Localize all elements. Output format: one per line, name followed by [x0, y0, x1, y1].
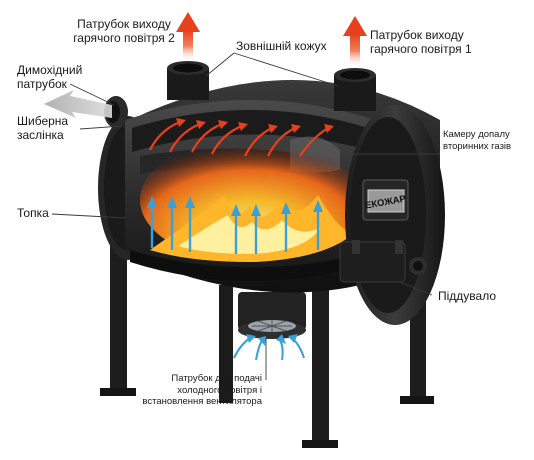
- label-outer-casing: Зовнішній кожух: [236, 39, 327, 53]
- hot-air-arrow-2: [176, 12, 200, 62]
- label-hot-air-outlet-1: Патрубок виходу гарячого повітря 1: [370, 28, 472, 56]
- smoke-arrow: [44, 90, 112, 118]
- outlet-pipe-2: [167, 61, 209, 100]
- firebox-cutaway: [125, 100, 375, 281]
- internal-hot-arrows: [149, 118, 334, 157]
- label-cold-air-inlet: Патрубок для подачі холодного повітря і …: [142, 373, 262, 407]
- label-afterburn-chamber: Камеру допалу вторинних газів: [443, 129, 512, 152]
- outlet-pipe-1: [334, 68, 376, 111]
- fan-intake-arrows: [233, 334, 305, 361]
- label-hot-air-outlet-2: Патрубок виходу гарячого повітря 2: [73, 17, 175, 45]
- label-damper: Шиберна заслінка: [17, 114, 69, 142]
- end-cap: ЕКОЖАР: [339, 105, 445, 325]
- cold-air-arrows: [147, 196, 323, 254]
- hot-air-arrow-1: [343, 16, 367, 68]
- fan-unit: [238, 292, 306, 339]
- label-firebox: Топка: [17, 206, 49, 220]
- leader-lines: [51, 52, 440, 380]
- label-chimney-pipe: Димохідний патрубок: [17, 63, 83, 91]
- label-ash-door: Піддувало: [438, 289, 497, 303]
